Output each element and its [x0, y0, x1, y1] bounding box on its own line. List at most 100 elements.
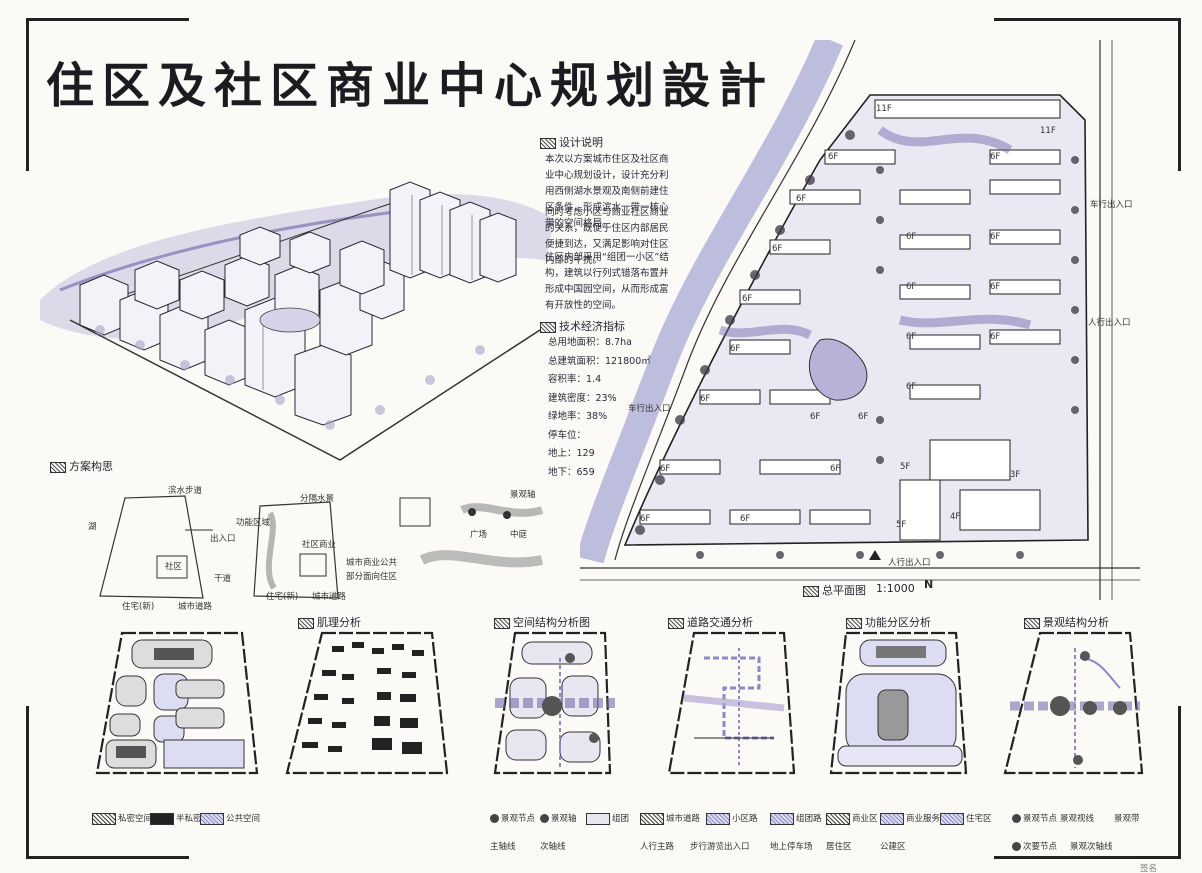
analysis-landscape	[1003, 631, 1144, 775]
plan-scale: 1:1000	[876, 582, 915, 595]
floor-label: 6F	[906, 382, 917, 392]
floor-label: 6F	[640, 514, 651, 524]
legend-item: 景观轴	[540, 812, 577, 824]
legend-label: 住宅区	[966, 814, 992, 824]
analysis-structure	[493, 631, 615, 775]
analysis-function	[829, 631, 968, 775]
legend-label: 公共空间	[226, 814, 261, 824]
legend-item: 景观节点	[490, 812, 535, 824]
legend-label: 人行主路	[640, 842, 675, 852]
econ-item: 绿地率：38%	[548, 411, 608, 422]
legend-item: 景观节点	[1012, 812, 1057, 824]
legend-item: 地上停车场	[770, 840, 813, 852]
legend-label: 景观带	[1114, 814, 1140, 824]
design-notes-p1: 本次以方案城市住区及社区商业中心规划设计，设计充分利用西侧湖水景观及南侧前建住区…	[545, 154, 669, 229]
entry-label: 人行出入口	[1088, 318, 1131, 328]
concept-label: 干道	[214, 574, 232, 584]
legend-label: 商业区	[852, 814, 878, 824]
analysis-title: 功能分区分析	[865, 616, 931, 629]
concept-sketch-a	[99, 495, 213, 599]
floor-label: 6F	[796, 194, 807, 204]
econ-title: 技术经济指标	[559, 320, 625, 333]
analysis-title: 空间结构分析图	[513, 616, 590, 629]
analysis-header: 肌理分析	[298, 614, 361, 630]
analysis-texture	[285, 631, 449, 775]
legend-item: 商业服务区	[880, 812, 949, 825]
floor-label: 6F	[990, 232, 1001, 242]
analysis-spaces	[95, 631, 259, 775]
corner-bottom-right	[994, 706, 1181, 859]
concept-label: 住宅(新)	[266, 592, 299, 602]
legend-label: 私密空间	[118, 814, 153, 824]
concept-label: 湖	[88, 522, 97, 532]
legend-label: 公建区	[880, 842, 906, 852]
plan-title: 总平面图	[822, 584, 866, 597]
concept-label: 社区	[165, 562, 183, 572]
floor-label: 6F	[990, 152, 1001, 162]
analysis-header: 道路交通分析	[668, 614, 753, 630]
floor-label: 11F	[1040, 126, 1056, 136]
econ-header: 技术经济指标	[540, 318, 625, 334]
legend-label: 次轴线	[540, 842, 566, 852]
legend-item: 住宅区	[940, 812, 992, 825]
header-marker-icon	[668, 617, 684, 629]
floor-label: 6F	[830, 464, 841, 474]
legend-item: 景观带	[1114, 812, 1140, 824]
floor-label: 6F	[906, 232, 917, 242]
legend-item: 主轴线	[490, 840, 516, 852]
analysis-title: 肌理分析	[317, 616, 361, 629]
concept-label: 社区商业	[302, 540, 337, 550]
econ-item: 停车位：	[548, 429, 587, 441]
legend-label: 景观视线	[1060, 814, 1095, 824]
header-marker-icon	[540, 137, 556, 149]
legend-label: 景观节点	[1023, 814, 1058, 824]
legend-label: 主轴线	[490, 842, 516, 852]
header-marker-icon	[298, 617, 314, 629]
header-marker-icon	[50, 461, 66, 473]
concept-label: 滨水步道	[168, 486, 203, 496]
concept-label: 出入口	[210, 534, 236, 544]
floor-label: 6F	[772, 244, 783, 254]
concept-label: 功能区域	[236, 518, 271, 528]
master-plan	[580, 40, 1140, 600]
legend-label: 景观次轴线	[1070, 842, 1113, 852]
legend-label: 景观节点	[501, 814, 536, 824]
floor-label: 6F	[990, 282, 1001, 292]
legend-swatch	[586, 812, 610, 825]
header-marker-icon	[803, 585, 819, 597]
floor-label: 6F	[828, 152, 839, 162]
concept-label: 住宅(新)	[122, 602, 155, 612]
legend-label: 半私密空间	[176, 814, 219, 824]
legend-item: 组团	[586, 812, 629, 825]
legend-item: 半私密空间	[150, 812, 219, 825]
analysis-title: 景观结构分析	[1043, 616, 1109, 629]
corner-top-right	[994, 18, 1181, 171]
legend-label: 次要节点	[1023, 842, 1058, 852]
concept-label: 城市道路	[312, 592, 347, 602]
legend-item: 私密空间	[92, 812, 152, 825]
legend-item: 步行游览出入口	[690, 840, 750, 852]
signature: 签名	[1140, 864, 1158, 873]
legend-swatch	[770, 812, 794, 825]
analysis-header: 空间结构分析图	[494, 614, 590, 630]
legend-swatch	[826, 812, 850, 825]
concept-label: 中庭	[510, 530, 528, 540]
aerial-perspective	[40, 181, 555, 461]
econ-item: 总建筑面积：121800㎡	[548, 355, 651, 367]
econ-item: 总用地面积：8.7ha	[548, 337, 632, 348]
floor-label: 6F	[906, 282, 917, 292]
econ-item: 容积率：1.4	[548, 374, 602, 385]
legend-item: 居住区	[826, 840, 852, 852]
entry-label: 车行出入口	[1090, 200, 1133, 210]
floor-label: 6F	[990, 332, 1001, 342]
concept-label: 部分面向住区	[346, 572, 398, 582]
floor-label: 11F	[876, 104, 892, 114]
secondary-node-icon	[1012, 842, 1021, 851]
floor-label: 5F	[896, 520, 907, 530]
design-notes-p2: 同时考虑小区与商业社区商业的关系，既便于住区内部居民便捷到达，又满足影响对住区内…	[545, 207, 669, 266]
corner-top-left	[26, 18, 189, 171]
legend-item: 次要节点	[1012, 840, 1057, 852]
landscape-node-icon	[490, 814, 499, 823]
legend-item: 景观次轴线	[1070, 840, 1113, 852]
header-marker-icon	[494, 617, 510, 629]
